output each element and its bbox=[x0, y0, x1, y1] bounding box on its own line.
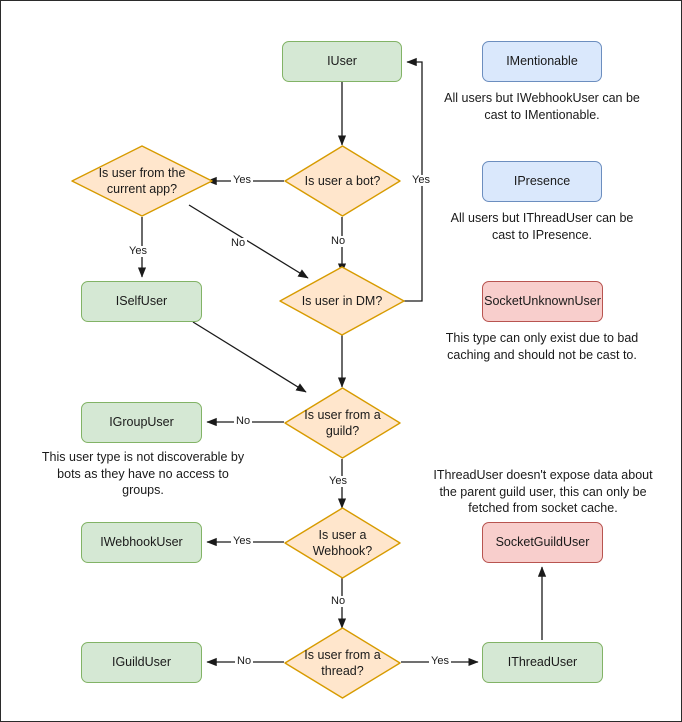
node-is-user-from-current-app-label: Is user from the current app? bbox=[98, 165, 186, 196]
is-user-from-thread-shape bbox=[284, 627, 401, 699]
node-is-user-a-webhook-label: Is user a Webhook? bbox=[312, 527, 373, 558]
caption-socketguilduser: IThreadUser doesn't expose data about th… bbox=[433, 468, 653, 515]
node-iguilduser[interactable]: IGuildUser bbox=[81, 642, 202, 683]
node-is-user-from-current-app[interactable]: Is user from the current app? bbox=[71, 145, 213, 217]
node-imentionable-label: IMentionable bbox=[506, 53, 578, 68]
node-ipresence-label: IPresence bbox=[513, 173, 571, 188]
caption-imentionable: All users but IWebhookUser can be cast t… bbox=[444, 91, 640, 122]
node-socketunknownuser-label: SocketUnknownUser bbox=[484, 293, 601, 308]
node-iguilduser-label: IGuildUser bbox=[111, 654, 172, 669]
caption-igroupuser: This user type is not discoverable by bo… bbox=[41, 450, 245, 497]
is-user-a-bot-shape bbox=[284, 145, 401, 217]
is-user-a-webhook-shape bbox=[284, 507, 401, 579]
edge-label-currentapp-no: No bbox=[229, 237, 248, 249]
node-socketunknownuser[interactable]: SocketUnknownUser bbox=[482, 281, 603, 322]
node-iselfuser-label: ISelfUser bbox=[115, 293, 168, 308]
node-is-user-from-guild-label: Is user from a guild? bbox=[304, 407, 381, 438]
node-ithreaduser[interactable]: IThreadUser bbox=[482, 642, 603, 683]
caption-ipresence: All users but IThreadUser can be cast to… bbox=[450, 211, 634, 242]
node-is-user-from-thread[interactable]: Is user from a thread? bbox=[284, 627, 401, 699]
node-is-user-in-dm[interactable]: Is user in DM? bbox=[279, 266, 405, 336]
node-iwebhookuser[interactable]: IWebhookUser bbox=[81, 522, 202, 563]
edge-label-guild-no: No bbox=[234, 415, 253, 427]
node-socketguilduser[interactable]: SocketGuildUser bbox=[482, 522, 603, 563]
node-is-user-a-bot-label: Is user a bot? bbox=[304, 173, 381, 188]
edge-label-webhook-yes: Yes bbox=[231, 535, 253, 547]
node-iwebhookuser-label: IWebhookUser bbox=[100, 534, 183, 549]
node-iuser-label: IUser bbox=[327, 53, 357, 68]
edge-label-guild-yes: Yes bbox=[327, 475, 349, 487]
is-user-from-guild-shape bbox=[284, 387, 401, 459]
edge-label-dm-yes: Yes bbox=[410, 174, 432, 186]
edge-label-bot-yes: Yes bbox=[231, 174, 253, 186]
node-is-user-a-bot[interactable]: Is user a bot? bbox=[284, 145, 401, 217]
edge-label-bot-no: No bbox=[329, 235, 348, 247]
node-imentionable[interactable]: IMentionable bbox=[482, 41, 602, 82]
caption-socketunknownuser: This type can only exist due to bad cach… bbox=[445, 331, 639, 362]
node-iselfuser[interactable]: ISelfUser bbox=[81, 281, 202, 322]
node-is-user-from-thread-label: Is user from a thread? bbox=[304, 647, 381, 678]
is-user-from-current-app-shape bbox=[71, 145, 213, 217]
node-igroupuser[interactable]: IGroupUser bbox=[81, 402, 202, 443]
edge-label-thread-no: No bbox=[235, 655, 254, 667]
node-ipresence[interactable]: IPresence bbox=[482, 161, 602, 202]
edge-label-webhook-no: No bbox=[329, 595, 348, 607]
node-igroupuser-label: IGroupUser bbox=[109, 414, 174, 429]
node-socketguilduser-label: SocketGuildUser bbox=[495, 534, 590, 549]
edge-label-thread-yes: Yes bbox=[429, 655, 451, 667]
node-is-user-in-dm-label: Is user in DM? bbox=[301, 293, 383, 308]
node-is-user-a-webhook[interactable]: Is user a Webhook? bbox=[284, 507, 401, 579]
is-user-in-dm-shape bbox=[279, 266, 405, 336]
edge-label-currentapp-yes: Yes bbox=[127, 245, 149, 257]
node-iuser[interactable]: IUser bbox=[282, 41, 402, 82]
node-ithreaduser-label: IThreadUser bbox=[507, 654, 578, 669]
node-is-user-from-guild[interactable]: Is user from a guild? bbox=[284, 387, 401, 459]
